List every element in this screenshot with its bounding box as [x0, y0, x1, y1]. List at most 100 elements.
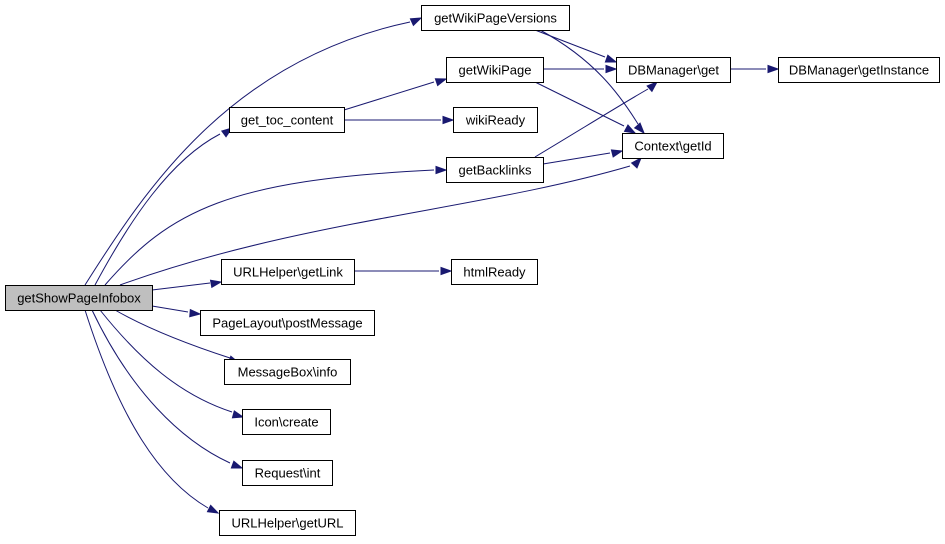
edge-line	[91, 309, 231, 464]
node-getwikipage[interactable]: getWikiPage	[446, 57, 544, 83]
arrowhead	[633, 122, 645, 135]
node-context-getid[interactable]: Context\getId	[622, 133, 724, 159]
arrowhead	[206, 504, 220, 514]
arrowhead	[189, 308, 202, 318]
node-messagebox-info[interactable]: MessageBox\info	[224, 359, 351, 385]
node-box	[451, 259, 538, 285]
node-root[interactable]: getShowPageInfobox	[5, 285, 153, 311]
arrowhead	[604, 54, 618, 63]
arrowhead	[409, 17, 423, 27]
edge-root-to-Icon_create	[99, 309, 245, 419]
edge-root-to-URLHelper_getLink	[151, 279, 223, 291]
node-label: DBManager\get	[628, 63, 719, 78]
node-getbacklinks[interactable]: getBacklinks	[446, 157, 544, 183]
node-getwikipageversions[interactable]: getWikiPageVersions	[421, 5, 570, 31]
node-label: wikiReady	[465, 113, 526, 128]
arrowhead	[767, 64, 780, 74]
edge-line	[94, 133, 221, 286]
arrowhead	[231, 410, 245, 419]
arrowhead	[435, 165, 448, 175]
node-dbmanager-getinstance[interactable]: DBManager\getInstance	[778, 57, 940, 83]
arrowhead	[630, 156, 642, 169]
edge-line	[104, 169, 435, 286]
edge-line	[99, 309, 233, 413]
arrowhead	[434, 78, 448, 87]
node-box	[778, 57, 940, 83]
node-label: Icon\create	[254, 415, 318, 430]
edge-root-to-Request_int	[91, 309, 244, 469]
node-label: htmlReady	[463, 265, 526, 280]
node-dbmanager-get[interactable]: DBManager\get	[616, 57, 731, 83]
edge-line	[539, 29, 639, 125]
edge-line	[343, 81, 435, 111]
node-label: PageLayout\postMessage	[212, 316, 362, 331]
arrowhead	[209, 279, 223, 289]
edge-line	[84, 309, 209, 509]
edge-line	[534, 29, 606, 58]
edge-root-to-getWikiPageVersions	[84, 17, 423, 286]
node-label: URLHelper\getLink	[233, 265, 343, 280]
edge-getWikiPage-to-Context_getId	[534, 81, 637, 134]
edge-root-to-PageLayout_postMessage	[151, 305, 202, 318]
node-icon-create[interactable]: Icon\create	[242, 409, 331, 435]
arrowhead	[605, 64, 618, 74]
edge-URLHelper_getLink-to-htmlReady	[354, 266, 453, 276]
edge-get_toc_content-to-wikiReady	[344, 115, 455, 125]
edge-line	[114, 309, 231, 359]
node-box	[224, 359, 351, 385]
edge-root-to-getBacklinks	[104, 165, 448, 286]
edge-line	[151, 305, 189, 313]
arrowhead	[442, 115, 455, 125]
node-box	[453, 107, 538, 133]
node-label: MessageBox\info	[238, 365, 338, 380]
arrowhead	[440, 266, 453, 276]
edge-getWikiPage-to-DBManager_get	[543, 64, 618, 74]
edge-DBManager_get-to-DBManager_getInstance	[730, 64, 780, 74]
edge-getBacklinks-to-Context_getId	[542, 149, 624, 165]
edge-line	[534, 88, 649, 158]
node-box	[242, 460, 333, 486]
node-box	[446, 157, 544, 183]
node-urlhelper-getlink[interactable]: URLHelper\getLink	[221, 259, 355, 285]
node-box	[446, 57, 544, 83]
node-label: Context\getId	[634, 139, 711, 154]
arrowhead	[610, 149, 624, 158]
node-label: getShowPageInfobox	[17, 291, 141, 306]
node-label: getBacklinks	[459, 163, 532, 178]
edge-root-to-get_toc_content	[94, 127, 234, 286]
node-request-int[interactable]: Request\int	[242, 460, 333, 486]
node-label: DBManager\getInstance	[789, 63, 929, 78]
node-wikiready[interactable]: wikiReady	[453, 107, 538, 133]
edge-getWikiPageVersions-to-Context_getId	[539, 29, 645, 135]
node-box	[421, 5, 570, 31]
node-label: Request\int	[255, 466, 321, 481]
node-label: getWikiPageVersions	[434, 11, 557, 26]
edge-get_toc_content-to-getWikiPage	[343, 78, 448, 111]
node-box	[242, 409, 331, 435]
arrowhead	[623, 124, 637, 134]
edge-root-to-Context_getId	[119, 156, 642, 286]
node-box	[200, 310, 375, 336]
node-label: URLHelper\getURL	[232, 516, 344, 531]
node-box	[5, 285, 153, 311]
node-htmlready[interactable]: htmlReady	[451, 259, 538, 285]
node-get-toc-content[interactable]: get_toc_content	[229, 107, 345, 133]
node-box	[221, 259, 355, 285]
edge-getWikiPageVersions-to-DBManager_get	[534, 29, 618, 63]
node-box	[219, 510, 356, 536]
edge-root-to-URLHelper_getURL	[84, 309, 220, 514]
edge-line	[119, 165, 631, 286]
nodes: getShowPageInfobox getWikiPageVersions get…	[5, 5, 940, 536]
edge-line	[542, 152, 611, 165]
arrowhead	[646, 81, 659, 93]
node-urlhelper-geturl[interactable]: URLHelper\getURL	[219, 510, 356, 536]
edges	[84, 17, 780, 514]
node-box	[622, 133, 724, 159]
node-label: getWikiPage	[459, 63, 532, 78]
node-box	[616, 57, 731, 83]
edge-line	[84, 21, 411, 286]
edge-line	[534, 81, 625, 127]
edge-line	[151, 282, 211, 291]
node-pagelayout-postmessage[interactable]: PageLayout\postMessage	[200, 310, 375, 336]
